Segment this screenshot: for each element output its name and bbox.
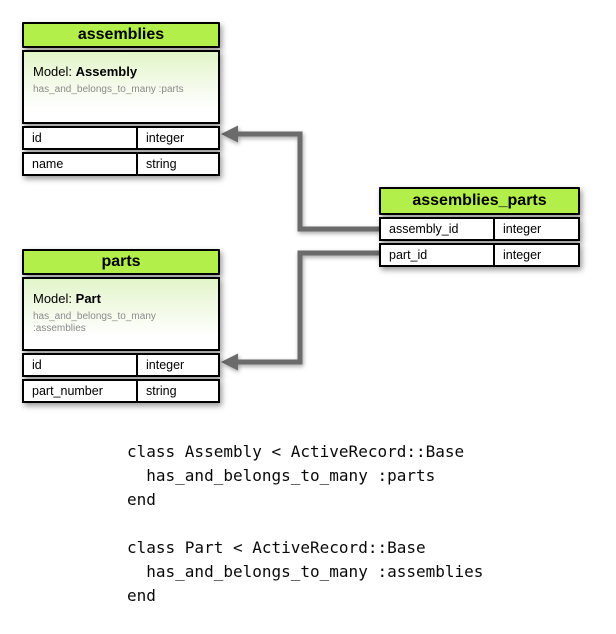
table-row: assembly_id integer	[379, 217, 580, 241]
code-line: end	[127, 586, 156, 605]
field-type: integer	[503, 222, 542, 236]
code-line: has_and_belongs_to_many :assemblies	[127, 562, 484, 581]
field-type: string	[146, 384, 177, 398]
model-label: Model:	[33, 64, 73, 79]
association-line: has_and_belongs_to_many :assemblies	[33, 311, 156, 334]
table-row: name string	[22, 152, 220, 176]
table-row: part_id integer	[379, 243, 580, 267]
field-type: integer	[503, 248, 542, 262]
table-assemblies: assemblies Model: Assembly has_and_belon…	[22, 22, 220, 176]
field-name: part_id	[381, 245, 495, 265]
table-row: id integer	[22, 353, 220, 377]
field-name: id	[24, 355, 138, 375]
arrow-assemblyid-to-assemblies	[221, 125, 380, 232]
table-assemblies-parts-title: assemblies_parts	[379, 187, 580, 215]
field-name: name	[24, 154, 138, 174]
field-name: assembly_id	[381, 219, 495, 239]
code-line: class Part < ActiveRecord::Base	[127, 538, 426, 557]
table-parts-title: parts	[22, 249, 220, 275]
arrow-partid-to-parts	[221, 250, 380, 371]
field-type: string	[146, 157, 177, 171]
model-label: Model:	[33, 291, 73, 306]
arrowhead-left-icon	[221, 125, 238, 143]
association-line: has_and_belongs_to_many :parts	[33, 84, 184, 95]
model-name: Part	[75, 291, 101, 306]
code-blank-line	[127, 512, 483, 536]
code-line: end	[127, 490, 156, 509]
field-name: id	[24, 128, 138, 148]
field-name: part_number	[24, 381, 138, 401]
code-snippet: class Assembly < ActiveRecord::Base has_…	[127, 440, 483, 608]
table-assemblies-model-section: Model: Assembly has_and_belongs_to_many …	[22, 50, 220, 124]
field-type: integer	[146, 358, 185, 372]
code-line: has_and_belongs_to_many :parts	[127, 466, 436, 485]
arrowhead-left-icon	[221, 353, 238, 371]
code-line: class Assembly < ActiveRecord::Base	[127, 442, 465, 461]
model-name: Assembly	[75, 64, 138, 79]
table-assemblies-parts: assemblies_parts assembly_id integer par…	[379, 187, 580, 267]
table-assemblies-title: assemblies	[22, 22, 220, 48]
table-parts-model-section: Model: Part has_and_belongs_to_many :ass…	[22, 277, 220, 351]
table-row: part_number string	[22, 379, 220, 403]
table-parts: parts Model: Part has_and_belongs_to_man…	[22, 249, 220, 403]
table-row: id integer	[22, 126, 220, 150]
field-type: integer	[146, 131, 185, 145]
model-line: Model: Assembly	[33, 64, 209, 79]
model-line: Model: Part	[33, 291, 209, 306]
